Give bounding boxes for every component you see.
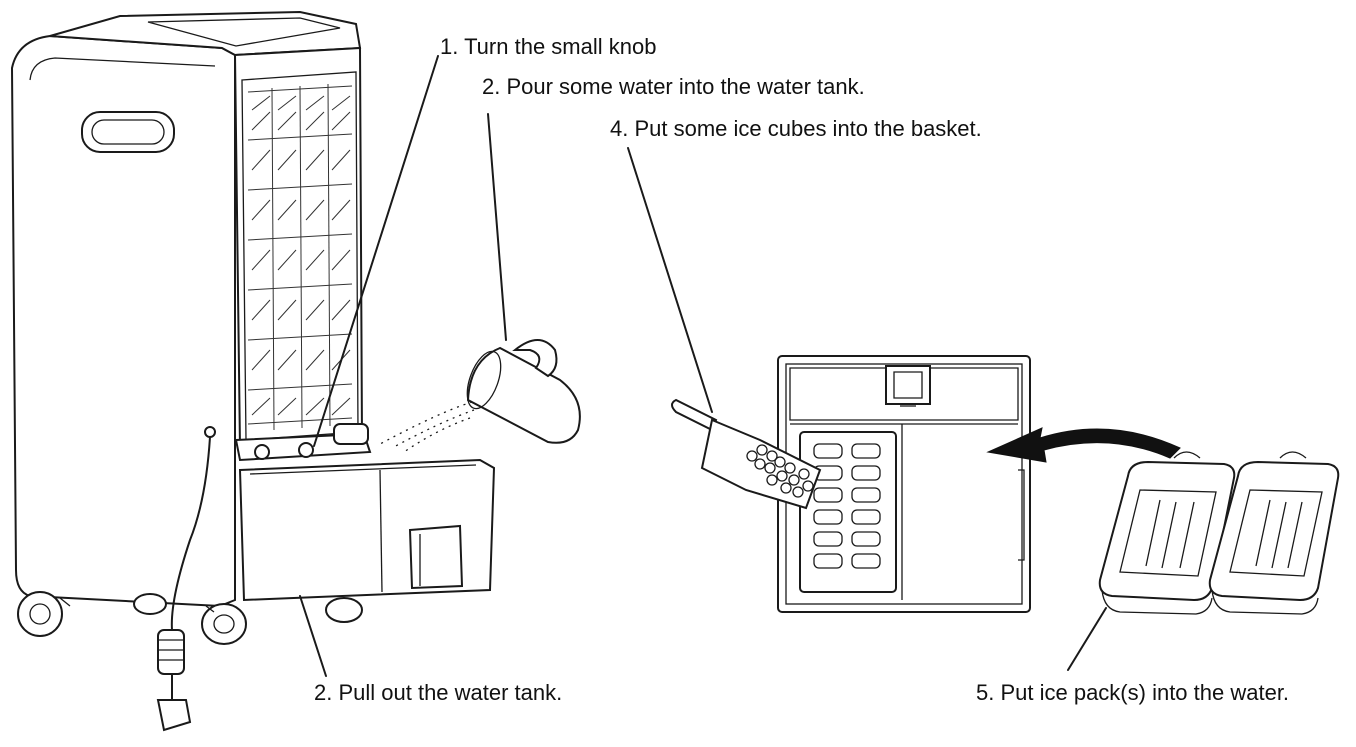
leader-step2-pull: [299, 595, 327, 677]
leader-lines: [299, 55, 1107, 677]
water-jug: [466, 339, 581, 444]
water-tank: [238, 458, 496, 602]
ice-basket-slots: [813, 443, 881, 569]
label-step2-pull: 2. Pull out the water tank.: [314, 680, 563, 705]
curved-arrow: [986, 427, 1181, 463]
water-stream: [379, 401, 475, 453]
ice-cubes: [746, 444, 814, 498]
scoop-handle: [671, 398, 718, 432]
ice-scoop: [671, 398, 822, 510]
power-plug: [156, 699, 192, 732]
tank-grip-notch: [408, 524, 464, 590]
filter-grid: [247, 83, 353, 431]
small-knob: [298, 442, 314, 458]
cord-coil: [157, 629, 185, 675]
jug-handle: [512, 339, 558, 378]
power-cord: [170, 436, 211, 631]
handle-slot: [81, 111, 175, 153]
label-step5: 5. Put ice pack(s) into the water.: [976, 680, 1290, 705]
ice-basket: [799, 431, 897, 593]
cooler-top-lid: [49, 10, 362, 57]
leader-step4: [627, 147, 713, 413]
ice-pack-right: [1208, 451, 1340, 615]
cooler-side-panel: [10, 34, 236, 608]
leader-step5: [1067, 607, 1107, 671]
leader-step2-pour: [487, 113, 507, 341]
air-cooler-unit: [10, 10, 372, 732]
label-step2-pour: 2. Pour some water into the water tank.: [482, 74, 865, 99]
label-step4: 4. Put some ice cubes into the basket.: [610, 116, 982, 141]
caster-wheels: [17, 591, 363, 645]
tank-top-view: [777, 355, 1031, 613]
leader-step1: [313, 55, 439, 447]
label-step1: 1. Turn the small knob: [440, 34, 657, 59]
